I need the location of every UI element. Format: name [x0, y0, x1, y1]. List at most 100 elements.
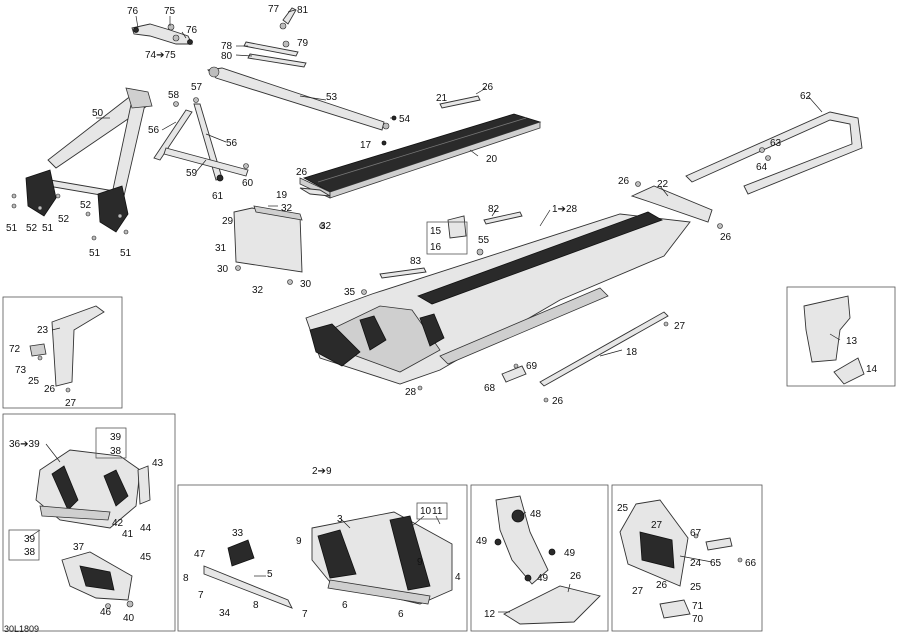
- callout: 45: [140, 552, 152, 563]
- callout: 56: [226, 138, 238, 149]
- part-brace-struts: [153, 97, 249, 182]
- callout: 82: [488, 204, 500, 215]
- callout: 55: [478, 235, 490, 246]
- callout: 6: [342, 600, 348, 611]
- callout: 16: [430, 242, 442, 253]
- callout: 31: [215, 243, 227, 254]
- callout: 25: [617, 503, 629, 514]
- callout-group-box: [416, 502, 448, 520]
- callout: 2➔9: [312, 466, 332, 477]
- frame-engine-bracket: [611, 484, 763, 632]
- callout: 51: [42, 223, 54, 234]
- callout: 19: [276, 190, 288, 201]
- part-steering-bracket: [61, 551, 134, 609]
- callout: 63: [770, 138, 782, 149]
- callout: 30: [300, 279, 312, 290]
- callout: 39: [24, 534, 36, 545]
- callout: 68: [484, 383, 496, 394]
- callout: 51: [120, 248, 132, 259]
- callout: 56: [148, 125, 160, 136]
- callout: 36➔39: [9, 439, 40, 450]
- diagram-reference-code: 30L1809: [4, 624, 39, 634]
- callout: 54: [399, 114, 411, 125]
- callout: 67: [690, 528, 702, 539]
- callout: 39: [110, 432, 122, 443]
- part-main-chassis: [305, 211, 691, 391]
- callout: 26: [552, 396, 564, 407]
- callout: 48: [530, 509, 542, 520]
- callout: 72: [9, 344, 21, 355]
- callout: 81: [297, 5, 309, 16]
- callout: 62: [800, 91, 812, 102]
- callout: 18: [626, 347, 638, 358]
- part-front-bracket: [29, 305, 105, 393]
- callout: 32: [281, 203, 293, 214]
- callout: 14: [866, 364, 878, 375]
- part-heat-exchanger: [233, 205, 325, 285]
- part-runner-strip: [539, 311, 669, 403]
- callout: 70: [692, 614, 704, 625]
- callout: 11: [432, 506, 443, 517]
- frame-steering-support: [2, 413, 176, 632]
- callout: 73: [15, 365, 27, 376]
- callout: 33: [232, 528, 244, 539]
- callout: 25: [690, 582, 702, 593]
- callout: 49: [564, 548, 576, 559]
- callout: 15: [430, 226, 442, 237]
- part-plate: [203, 539, 293, 609]
- callout: 53: [326, 92, 338, 103]
- callout: 24: [690, 558, 702, 569]
- callout-group-box: [8, 529, 40, 561]
- callout: 77: [268, 4, 280, 15]
- callout: 51: [6, 223, 18, 234]
- callout: 43: [152, 458, 164, 469]
- callout: 27: [651, 520, 663, 531]
- callout: 32: [320, 221, 332, 232]
- callout: 17: [360, 140, 372, 151]
- callout: 38: [110, 446, 122, 457]
- callout: 51: [89, 248, 101, 259]
- callout: 38: [24, 547, 36, 558]
- callout: 44: [140, 523, 152, 534]
- callout: 9: [417, 557, 423, 568]
- part-post: [279, 7, 297, 30]
- callout: 40: [123, 613, 135, 624]
- callout: 27: [632, 586, 644, 597]
- callout: 27: [674, 321, 686, 332]
- callout: 59: [186, 168, 198, 179]
- part-upper-bracket: [131, 23, 193, 45]
- callout: 49: [476, 536, 488, 547]
- callout: 26: [570, 571, 582, 582]
- callout: 76: [127, 6, 139, 17]
- callout: 75: [164, 6, 176, 17]
- callout: 29: [222, 216, 234, 227]
- callout: 12: [484, 609, 496, 620]
- part-long-shaft: [207, 66, 397, 146]
- callout: 46: [100, 607, 112, 618]
- frame-front-bracket: [2, 296, 123, 409]
- part-spindle: [494, 495, 556, 585]
- part-steering-a-frame: [11, 87, 153, 241]
- part-side-plate: [803, 295, 865, 385]
- callout: 83: [410, 256, 422, 267]
- callout: 65: [710, 558, 722, 569]
- callout: 7: [198, 590, 204, 601]
- part-skid-plate: [503, 585, 601, 625]
- callout: 10: [420, 506, 432, 517]
- callout: 60: [242, 178, 254, 189]
- callout: 26: [618, 176, 630, 187]
- callout-group-box: [426, 221, 468, 255]
- callout: 13: [846, 336, 858, 347]
- callout: 1➔28: [552, 204, 578, 215]
- frame-side-plate: [786, 286, 896, 387]
- callout: 52: [26, 223, 38, 234]
- callout: 5: [267, 569, 273, 580]
- callout: 26: [296, 167, 308, 178]
- callout: 28: [405, 387, 417, 398]
- callout: 26: [44, 384, 56, 395]
- part-tunnel-top: [299, 113, 542, 199]
- callout: 64: [756, 162, 768, 173]
- part-small-plate: [439, 95, 481, 109]
- frame-front-frame: [177, 484, 468, 632]
